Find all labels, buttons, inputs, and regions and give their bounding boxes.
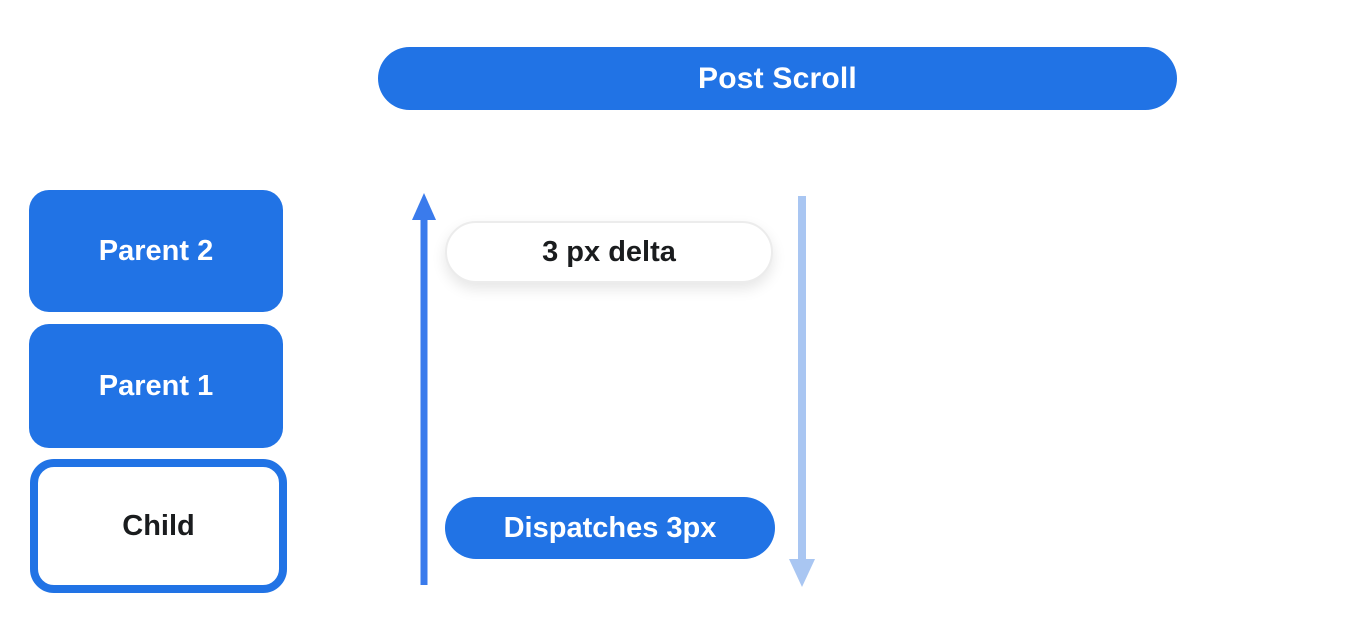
- parent2-label: Parent 2: [98, 234, 214, 267]
- post-scroll-banner: Post Scroll: [378, 47, 1177, 110]
- scroll-up-arrow-icon: [411, 193, 436, 585]
- delta-pill: 3 px delta: [445, 221, 773, 283]
- parent1-label: Parent 1: [98, 369, 214, 402]
- delta-label: 3 px delta: [542, 235, 676, 268]
- post-scroll-label: Post Scroll: [698, 61, 857, 95]
- dispatch-down-arrow-icon: [789, 196, 815, 587]
- down-arrow-head: [789, 559, 815, 587]
- parent2-box: Parent 2: [29, 190, 283, 312]
- parent1-box: Parent 1: [29, 324, 283, 448]
- up-arrow-shaft: [420, 215, 427, 585]
- child-label: Child: [122, 509, 195, 542]
- dispatch-pill: Dispatches 3px: [445, 497, 775, 559]
- dispatch-label: Dispatches 3px: [503, 511, 717, 544]
- down-arrow-shaft: [798, 196, 806, 563]
- child-box: Child: [30, 459, 287, 593]
